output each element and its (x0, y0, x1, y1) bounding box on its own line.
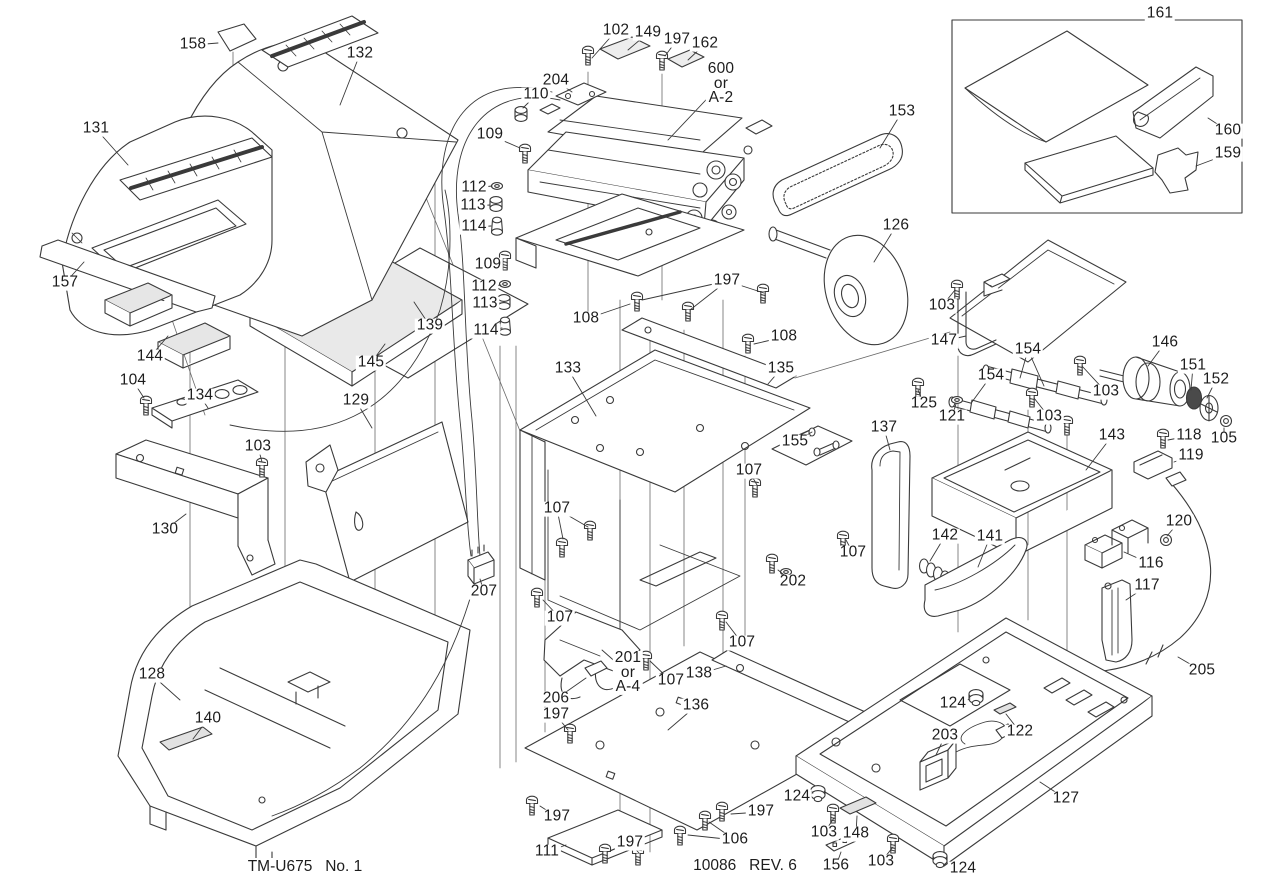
part-116-holder (1084, 519, 1149, 569)
part-frame-slot-plate (515, 193, 745, 277)
part-111-plate (547, 809, 663, 866)
part-161-accessory-box (951, 19, 1243, 214)
cable-assembly (271, 87, 561, 817)
part-206-clip (584, 660, 608, 677)
part-158-pad (217, 23, 257, 52)
part-144-pads (104, 282, 231, 369)
part-157-bar (39, 239, 216, 313)
part-140-label-pad (159, 726, 213, 751)
part-130-bracket (115, 439, 276, 576)
part-146-gear-assembly (1099, 356, 1219, 422)
part-159-bracket (1154, 147, 1199, 194)
part-129-plate (305, 421, 469, 583)
part-119-bracket (1133, 450, 1173, 480)
part-201-bracket (543, 611, 641, 700)
part-137-guide-blade (871, 441, 911, 589)
part-153-belt (772, 133, 903, 217)
part-117-damper (1101, 579, 1133, 663)
part-141-guide (923, 537, 1028, 617)
part-133-frame (519, 317, 811, 633)
part-126-roller (768, 226, 909, 346)
sheet-revision-text: 10086 REV. 6 (691, 857, 799, 875)
sheet-model-text: TM-U675 No. 1 (245, 858, 365, 876)
part-128-lower-case (117, 559, 471, 867)
part-envelope (964, 30, 1149, 143)
part-122-pad (993, 702, 1017, 715)
part-207-connector (467, 544, 495, 585)
part-127-base (795, 617, 1153, 867)
part-204-plate (555, 82, 607, 106)
part-154-shafts (948, 364, 1108, 434)
part-156-plate (825, 835, 857, 852)
part-side-frame (949, 239, 1127, 363)
part-151-gear (1185, 386, 1203, 410)
part-143-tray (931, 431, 1113, 557)
part-162-pad (667, 49, 705, 68)
part-148-pad (839, 796, 877, 815)
part-160-cover (1132, 66, 1214, 139)
